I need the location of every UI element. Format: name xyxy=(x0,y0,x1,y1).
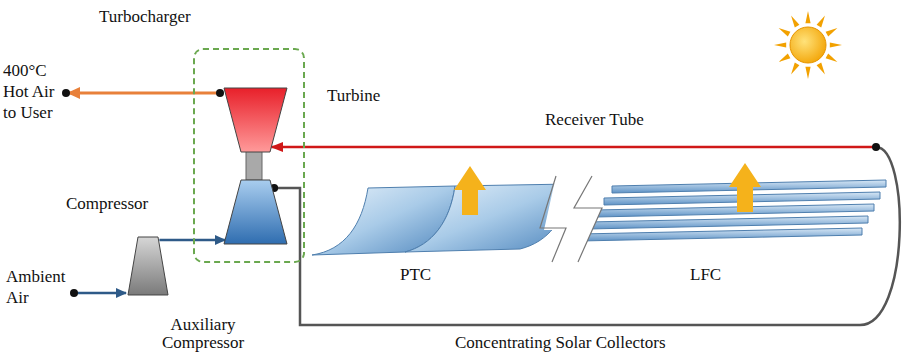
sun-ray xyxy=(779,54,791,62)
sun-ray xyxy=(791,63,799,75)
edge-label: Receiver Tube xyxy=(545,110,644,130)
caption-label: Concentrating Solar Collectors xyxy=(455,333,666,353)
break-line xyxy=(574,176,602,262)
collector-label: PTC xyxy=(400,265,431,285)
sun-ray xyxy=(826,28,838,36)
parabolic-trough xyxy=(405,184,570,252)
radiation-arrow xyxy=(454,166,486,215)
sun-ray xyxy=(817,16,825,28)
node-label: Auxiliary Compressor xyxy=(143,316,263,352)
hot-air-arrow xyxy=(68,92,220,95)
fresnel-mirrors xyxy=(580,180,886,241)
junction-dot xyxy=(62,89,70,97)
aux-compressor-shape xyxy=(128,237,168,295)
turbocharger-group: TurbochargerTurbineCompressor xyxy=(193,48,305,263)
receiver-tube xyxy=(271,146,876,149)
junction-dot xyxy=(216,89,224,97)
junction-dot xyxy=(872,143,880,151)
sun-ray xyxy=(791,16,799,28)
node-label: Turbocharger xyxy=(99,7,191,27)
sun-ray xyxy=(774,42,786,47)
turbine-shape xyxy=(224,88,287,152)
inlet-label: Ambient Air xyxy=(6,266,70,308)
radiation-arrow xyxy=(729,163,761,212)
collector-label: LFC xyxy=(690,265,721,285)
sun-ray xyxy=(817,63,825,75)
ambient-air-arrow xyxy=(74,292,126,295)
node-label: Compressor xyxy=(66,194,148,214)
break-mark xyxy=(544,176,602,262)
sun-ray xyxy=(805,67,810,79)
sun-ray xyxy=(805,11,810,23)
compressor: Compressor xyxy=(224,180,287,244)
turbo-shaft xyxy=(246,148,262,180)
turbine: Turbine xyxy=(224,88,287,152)
flow-connector xyxy=(270,143,900,325)
sun-ray xyxy=(779,28,791,36)
break-line xyxy=(540,176,566,262)
outlet-label: 400°C Hot Air to User xyxy=(3,60,65,123)
aux-compressor: Auxiliary Compressor xyxy=(128,237,168,295)
sun-ray xyxy=(826,54,838,62)
node-label: Turbine xyxy=(327,86,380,106)
compressor-shape xyxy=(224,180,287,244)
junction-dot xyxy=(70,289,78,297)
sun xyxy=(774,11,842,79)
return-pipe xyxy=(272,147,900,325)
sun-ray xyxy=(830,42,842,47)
